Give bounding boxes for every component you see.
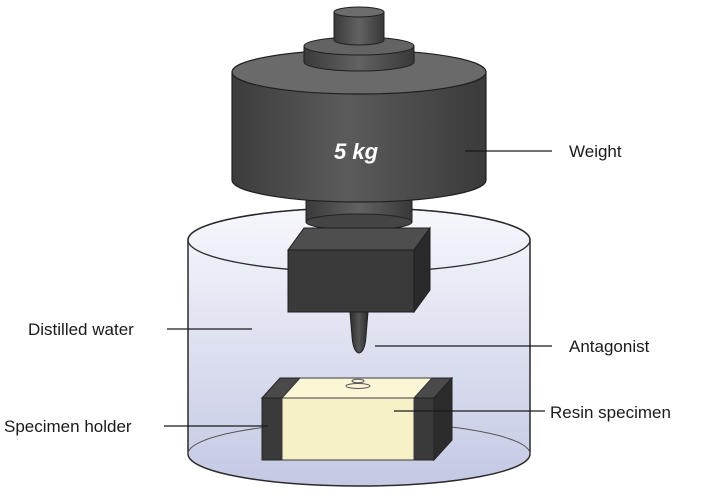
weight-value-label: 5 kg bbox=[334, 139, 379, 164]
weight-label: Weight bbox=[569, 142, 622, 161]
resin-specimen bbox=[280, 377, 434, 461]
distilled-water-label: Distilled water bbox=[28, 320, 134, 339]
specimen-holder bbox=[260, 376, 454, 462]
antagonist-holder-block bbox=[287, 226, 431, 314]
leader-lines bbox=[164, 150, 552, 427]
resin-specimen-label: Resin specimen bbox=[550, 403, 671, 422]
weight: 5 kg bbox=[231, 6, 487, 203]
antagonist-label: Antagonist bbox=[569, 337, 650, 356]
antagonist-tip bbox=[349, 311, 369, 354]
specimen-holder-label: Specimen holder bbox=[4, 417, 132, 436]
